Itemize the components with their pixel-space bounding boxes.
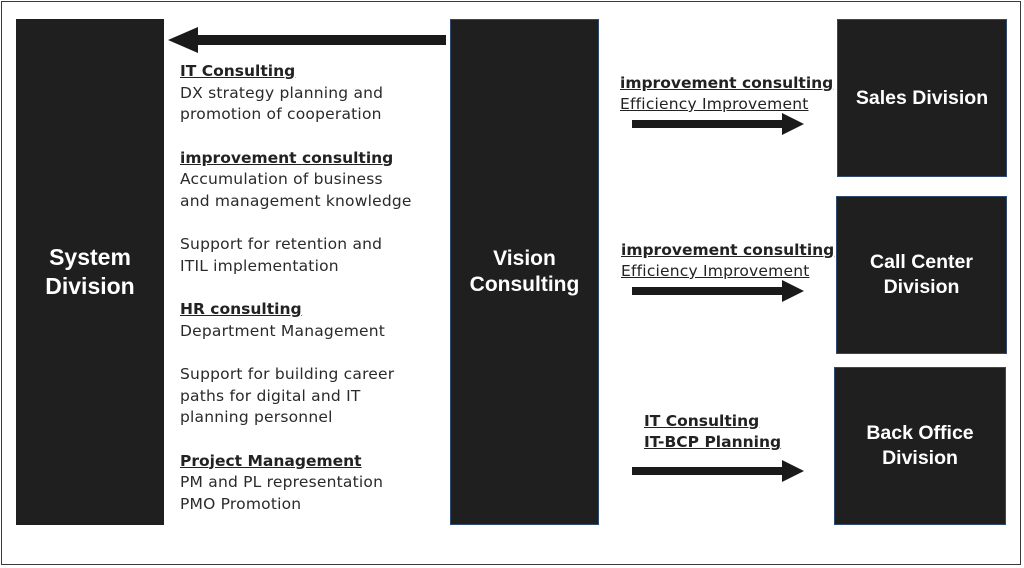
service-improvement-heading: improvement consulting (180, 148, 394, 167)
services-list: IT Consulting DX strategy planning and p… (180, 61, 445, 515)
service-hr-heading: HR consulting (180, 300, 302, 318)
label-sales-heading: improvement consulting (620, 74, 834, 92)
arrow-to-sales (632, 113, 804, 135)
arrow-to-system (168, 27, 446, 53)
label-call-center: improvement consulting Efficiency Improv… (621, 240, 836, 282)
label-back-office: IT Consulting IT-BCP Planning (644, 411, 829, 453)
label-sales-sub: Efficiency Improvement (620, 95, 809, 113)
system-division-box: System Division (16, 19, 164, 525)
arrow-to-back-office (632, 460, 804, 482)
service-improvement-extra: Support for retention and ITIL implement… (180, 235, 383, 275)
service-hr-extra: Support for building career paths for di… (180, 365, 395, 426)
vision-consulting-box: Vision Consulting (450, 19, 599, 525)
call-center-division-box: Call Center Division (836, 196, 1007, 354)
label-back-office-line2: IT-BCP Planning (644, 433, 782, 451)
back-office-division-box: Back Office Division (834, 367, 1006, 525)
service-hr-desc: Department Management (180, 321, 386, 340)
sales-division-box: Sales Division (837, 19, 1007, 177)
service-it-desc: DX strategy planning and promotion of co… (180, 83, 384, 124)
service-pm-heading: Project Management (180, 451, 362, 470)
service-it-heading: IT Consulting (180, 62, 296, 80)
label-sales: improvement consulting Efficiency Improv… (620, 73, 835, 115)
service-improvement-desc: Accumulation of business and management … (180, 170, 412, 210)
arrow-to-call-center (632, 280, 804, 302)
label-call-center-sub: Efficiency Improvement (621, 262, 810, 280)
service-pm-desc: PM and PL representation PMO Promotion (180, 473, 384, 513)
label-back-office-line1: IT Consulting (644, 412, 760, 430)
label-call-center-heading: improvement consulting (621, 241, 835, 259)
